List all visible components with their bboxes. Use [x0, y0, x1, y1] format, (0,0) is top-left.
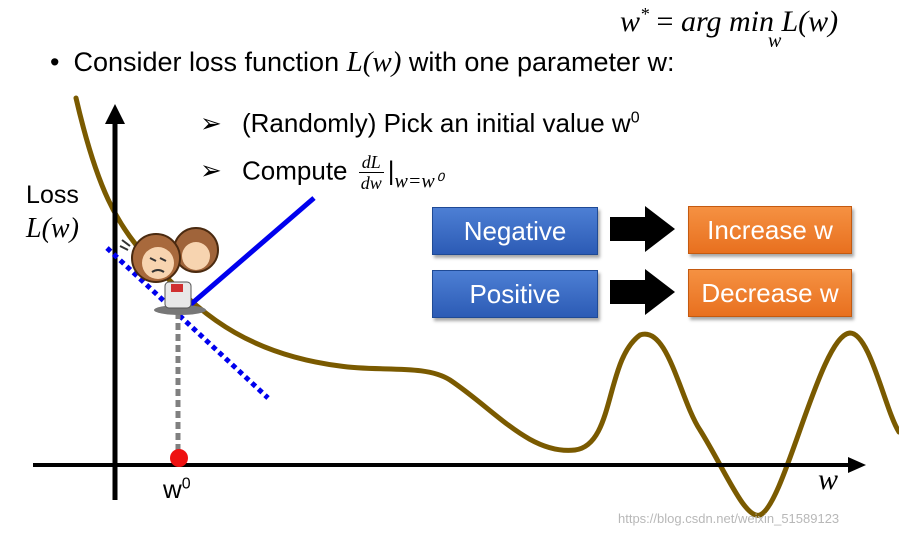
step-pick-initial: ➢(Randomly) Pick an initial value w0: [200, 108, 640, 138]
x-axis-arrowhead: [848, 457, 866, 473]
y-axis-arrowhead: [105, 104, 125, 124]
bullet-consider: •Consider loss function L(w) with one pa…: [50, 46, 675, 78]
negative-box: Negative: [432, 207, 598, 255]
loss-curve: [73, 95, 899, 518]
decrease-w-box: Decrease w: [688, 269, 852, 317]
x-axis-label: w: [818, 463, 839, 496]
loss-function-math: L(w): [346, 46, 402, 78]
arrow-positive-to-decrease: [610, 269, 675, 315]
direction-line: [180, 196, 316, 314]
argmin-subscript: w: [768, 30, 782, 52]
initial-point: [170, 449, 188, 467]
tangent-dotted-line: [105, 246, 270, 400]
initial-point-label: w0: [163, 474, 191, 504]
watermark-text: https://blog.csdn.net/weixin_51589123: [618, 511, 840, 526]
positive-box: Positive: [432, 270, 598, 318]
cartoon-character-icon: [119, 227, 219, 315]
argmin-formula: w* = arg min L(w) w: [620, 4, 839, 52]
arrow-negative-to-increase: [610, 206, 675, 252]
increase-w-box: Increase w: [688, 206, 852, 254]
y-axis-label: Loss L(w): [26, 181, 79, 244]
